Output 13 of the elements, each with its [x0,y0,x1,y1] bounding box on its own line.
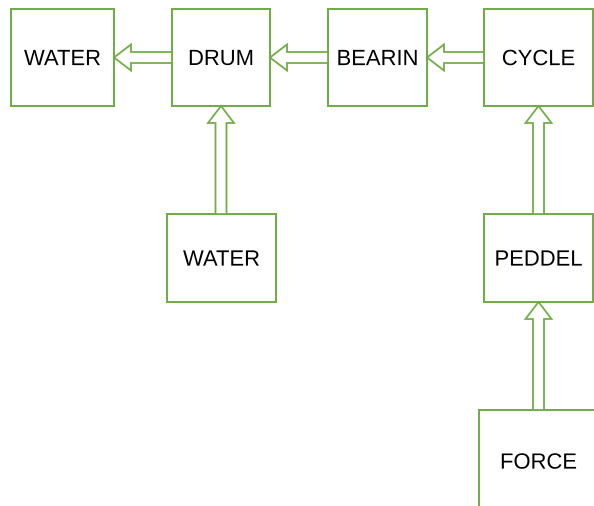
process-box: WATER [166,213,277,303]
process-box: PEDDEL [483,213,594,303]
block-arrow [524,300,554,411]
process-box: DRUM [171,8,271,107]
process-box: WATER [10,8,115,107]
process-box: BEARIN [327,8,428,107]
block-arrow [206,104,236,215]
block-arrow [426,42,485,72]
process-box: CYCLE [483,8,594,107]
block-arrow [268,42,329,72]
process-box: FORCE [478,409,594,506]
block-arrow [112,42,173,72]
block-arrow [524,104,554,215]
